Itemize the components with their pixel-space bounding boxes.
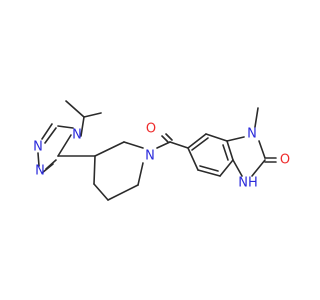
bond-benzene-6	[187, 147, 199, 171]
bond-benzene-3-inner	[222, 144, 229, 161]
bond-triazole-n-to-c-double	[41, 163, 54, 174]
atom-n-triazole-isopropyl: N	[72, 128, 82, 143]
atom-labels: N N N N O N O NH	[33, 122, 290, 191]
atom-o-carbonyl: O	[146, 122, 156, 137]
bond-ring-to-n-methyl	[226, 136, 245, 142]
atom-n-triazole-mid: N	[35, 164, 45, 179]
bond-triazole-c-to-n	[57, 134, 72, 157]
bond-piperidine-4	[107, 184, 139, 201]
bond-triazole-ch-to-n	[44, 127, 57, 144]
bond-n-to-methyl	[254, 107, 259, 128]
bond-carbonyl-double-a	[161, 135, 169, 143]
bond-triazole-ch-to-n-double	[41, 123, 53, 140]
atom-nh-imidazolone: NH	[238, 176, 258, 191]
diagram-background	[0, 0, 300, 300]
atom-n-piperidine: N	[145, 149, 155, 164]
bond-triazole-n-to-ch	[57, 125, 74, 129]
bond-benzene-5	[197, 169, 221, 177]
bond-piperidine-3	[137, 162, 144, 186]
bond-benzene-4	[219, 159, 234, 177]
atom-o-imidazolone: O	[280, 153, 290, 168]
bond-isopropyl-methyl-left	[65, 100, 85, 118]
bond-lines	[37, 100, 277, 201]
bond-piperidine-5	[93, 183, 109, 201]
atom-n-triazole-top: N	[33, 140, 43, 155]
bond-carbonyl-to-ring	[169, 141, 189, 149]
bond-benzene-5-inner	[199, 165, 219, 172]
bond-piperidine-6	[93, 155, 96, 185]
chemical-structure-diagram: N N N N O N O NH	[0, 0, 300, 300]
bond-benzene-1	[187, 133, 207, 149]
bond-carbonyl-double-b	[165, 133, 173, 141]
bond-benzene-2	[205, 133, 228, 142]
atom-n-imidazolone-methyl: N	[247, 127, 257, 142]
bond-isopropyl-to-n	[80, 116, 85, 137]
bond-piperidine-1	[94, 141, 125, 157]
bond-benzene-1-inner	[191, 137, 209, 151]
bond-piperidine-2	[123, 141, 144, 149]
bond-triazole-n-n	[37, 152, 40, 167]
bond-isopropyl-methyl-right	[83, 112, 102, 118]
bond-benzene-3	[226, 140, 234, 161]
bond-nh-to-ring	[232, 159, 243, 177]
bond-n-to-carbonyl-c	[258, 140, 266, 159]
bond-c-to-nh	[251, 159, 266, 177]
bond-n-to-carbonyl	[156, 141, 171, 149]
